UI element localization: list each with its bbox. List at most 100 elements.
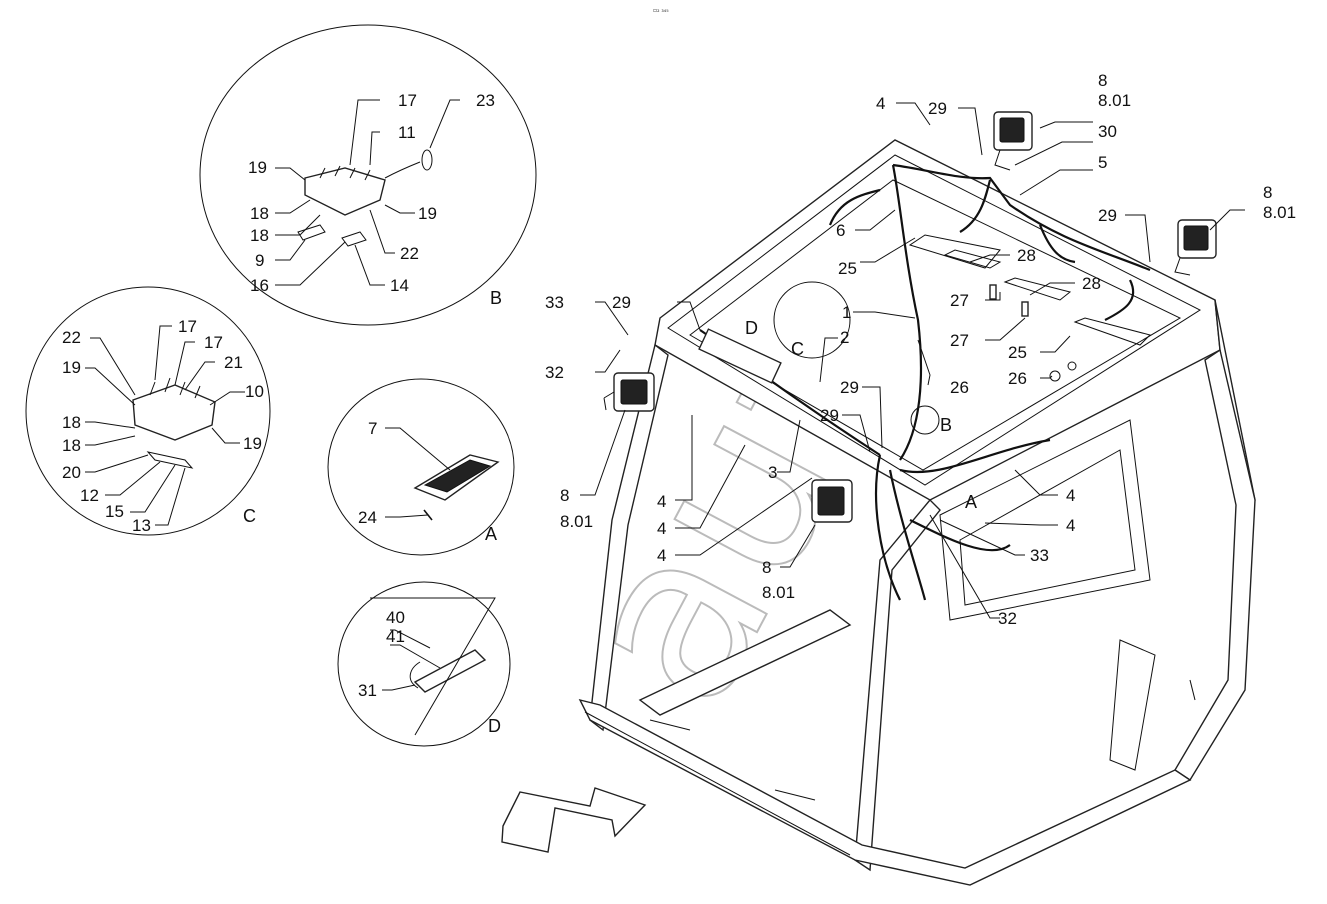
detail-c	[25, 286, 271, 536]
detail-c-callout-15: 15	[105, 502, 124, 521]
harness-side-low	[909, 519, 1011, 552]
detail-a-callout-7: 7	[368, 419, 377, 438]
roof-inner-edge	[667, 154, 1202, 486]
callout-4: 4	[657, 519, 666, 538]
front-right-post	[854, 498, 941, 872]
callout-29: 29	[840, 378, 859, 397]
callout-1: 1	[842, 303, 851, 322]
detail-b-circle	[199, 24, 537, 326]
part-28-lower	[1021, 301, 1029, 317]
detail-c-callout-20: 20	[62, 463, 81, 482]
detail-c-callout-13: 13	[132, 516, 151, 535]
detail-b-callout-18: 18	[250, 226, 269, 245]
ghost-circle-b	[910, 405, 940, 435]
rear-handle	[1189, 679, 1196, 701]
harness-side	[899, 438, 1051, 474]
harness-drop-2	[888, 469, 927, 601]
part-26-grommet	[1049, 370, 1061, 382]
detail-b-callout-18: 18	[250, 204, 269, 223]
work-light-bracket	[994, 149, 1011, 171]
harness-branch-front	[828, 188, 881, 226]
roof-inner-panel	[689, 179, 1182, 471]
ghost-circle-1	[773, 281, 851, 359]
detail-b-part-9	[297, 224, 326, 241]
detail-c-callout-17: 17	[178, 317, 197, 336]
detail-d-circle	[337, 581, 511, 747]
detail-b-callout-22: 22	[400, 244, 419, 263]
detail-b-callout-19: 19	[248, 158, 267, 177]
harness-branch-1	[1038, 224, 1076, 264]
callout-5: 5	[1098, 153, 1107, 172]
work-light-rear-2	[1174, 219, 1217, 276]
header-mark: ▫₂ ₃₄₅	[653, 7, 669, 14]
callout-28: 28	[1082, 274, 1101, 293]
detail-marker-b: B	[940, 415, 952, 435]
detail-d-callout-40: 40	[386, 608, 405, 627]
callout-32: 32	[998, 609, 1017, 628]
work-light-front-left	[603, 372, 655, 412]
floor-slot-center	[774, 789, 816, 801]
rear-right-post	[1174, 348, 1256, 781]
detail-c-callout-19: 19	[243, 434, 262, 453]
detail-d	[337, 581, 511, 747]
detail-b-part-23	[421, 149, 433, 171]
callout-27: 27	[950, 331, 969, 350]
side-window-frame	[939, 419, 1151, 621]
callout-8-01: 8.01	[1263, 203, 1296, 222]
roof-bracket-25-upper	[908, 234, 1001, 269]
detail-c-callout-22: 22	[62, 328, 81, 347]
detail-b-fuses	[319, 165, 371, 181]
forward-direction-arrow	[501, 787, 647, 853]
callout-27: 27	[950, 291, 969, 310]
work-light-front-center	[811, 479, 853, 523]
floor-frame	[578, 698, 1192, 886]
detail-b	[199, 24, 537, 326]
detail-marker-a: A	[965, 492, 977, 512]
detail-d-wire	[409, 661, 421, 689]
detail-b-fuse-box	[304, 167, 386, 216]
detail-b-callout-19: 19	[418, 204, 437, 223]
callout-4: 4	[876, 94, 885, 113]
front-switch-block	[698, 328, 782, 384]
callout-32: 32	[545, 363, 564, 382]
callout-8: 8	[560, 486, 569, 505]
work-light-lens	[620, 379, 648, 405]
roof-bracket-25-lower	[1073, 317, 1151, 346]
detail-d-callout-31: 31	[358, 681, 377, 700]
callout-33: 33	[1030, 546, 1049, 565]
detail-b-callout-16: 16	[250, 276, 269, 295]
detail-d-callout-41: 41	[386, 627, 405, 646]
wiring-harness	[698, 163, 1151, 601]
detail-c-letter: C	[243, 506, 256, 526]
callout-labels: 4 29 8 8.01 30 5 8 8.01 29 6 25 28 27 28…	[62, 71, 1296, 736]
cab-frame	[578, 139, 1256, 886]
rear-cross-member	[638, 609, 852, 716]
work-light-lens	[1183, 225, 1209, 251]
harness-drop-rear	[959, 179, 992, 233]
detail-marker-c: C	[791, 339, 804, 359]
callout-29: 29	[612, 293, 631, 312]
callout-4: 4	[1066, 486, 1075, 505]
detail-c-circle	[25, 286, 271, 536]
detail-c-fuses	[149, 377, 201, 399]
callout-29: 29	[928, 99, 947, 118]
detail-b-callout-9: 9	[255, 251, 264, 270]
detail-a-callout-24: 24	[358, 508, 377, 527]
detail-c-callout-18: 18	[62, 436, 81, 455]
callout-29: 29	[1098, 206, 1117, 225]
callout-3: 3	[768, 463, 777, 482]
callout-8-01: 8.01	[560, 512, 593, 531]
callout-30: 30	[1098, 122, 1117, 141]
harness-main-trunk	[891, 164, 923, 461]
callout-8-01: 8.01	[762, 583, 795, 602]
callout-29: 29	[820, 406, 839, 425]
work-light-rear-1	[993, 111, 1033, 171]
callout-6: 6	[836, 221, 845, 240]
callout-4: 4	[1066, 516, 1075, 535]
detail-c-callout-21: 21	[224, 353, 243, 372]
part-28-upper	[989, 284, 997, 300]
harness-drop-1	[875, 454, 901, 601]
work-light-bracket	[1174, 257, 1191, 276]
detail-b-callout-11: 11	[398, 123, 416, 142]
